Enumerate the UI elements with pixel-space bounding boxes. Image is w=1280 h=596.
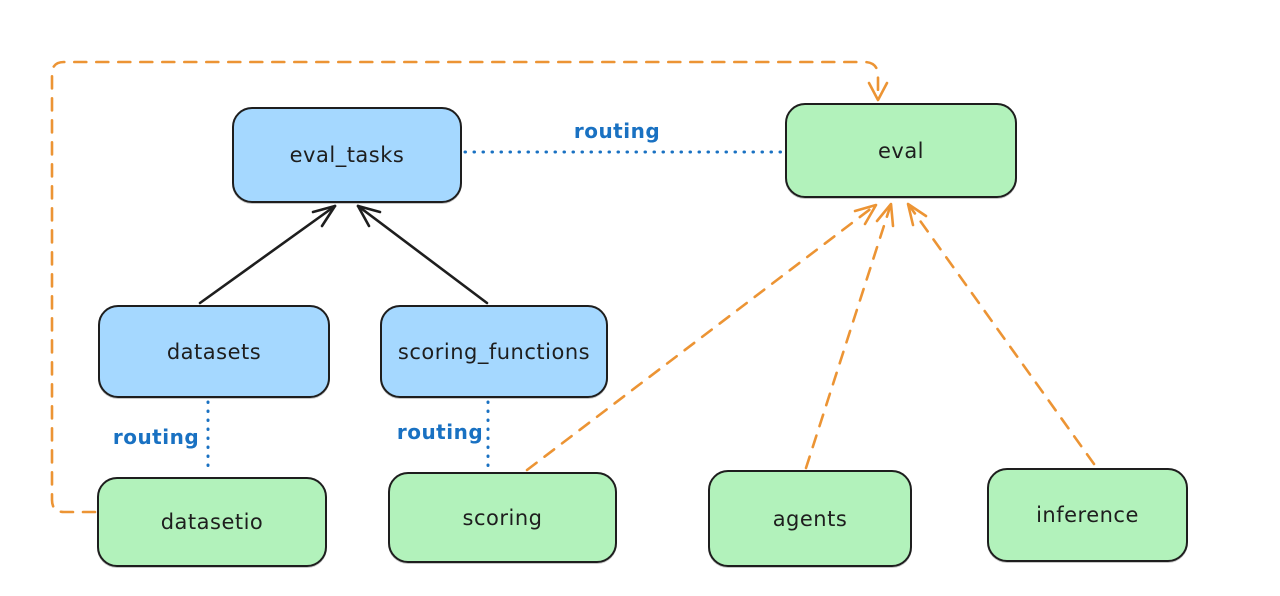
edge-scoring-to-eval [525, 203, 878, 472]
arrowhead [356, 204, 382, 228]
edge-scoring_functions-to-eval_tasks [356, 204, 489, 305]
arrowhead [853, 203, 878, 226]
edge-label-routing-scoring_functions-scoring: routing [396, 420, 484, 444]
node-eval: eval [785, 103, 1017, 198]
node-scoring: scoring [388, 472, 617, 563]
node-inference: inference [987, 468, 1188, 562]
node-agents: agents [708, 470, 912, 567]
edge-label-routing-eval_tasks-eval: routing [573, 119, 661, 143]
edge-label-routing-datasets-datasetio: routing [112, 425, 200, 449]
node-label: agents [772, 506, 848, 531]
arrowhead [311, 204, 337, 228]
node-label: eval [877, 138, 925, 163]
node-label: scoring_functions [397, 339, 591, 364]
node-scoring_functions: scoring_functions [380, 305, 608, 398]
node-eval_tasks: eval_tasks [232, 107, 462, 203]
node-datasets: datasets [98, 305, 330, 398]
arrowhead [875, 202, 895, 228]
node-label: datasets [166, 339, 262, 364]
arrowhead [867, 81, 889, 102]
edge-inference-to-eval [906, 202, 1096, 466]
edge-datasetio-to-eval [50, 60, 889, 514]
node-label: eval_tasks [289, 143, 405, 167]
node-label: scoring [462, 505, 543, 530]
node-label: datasetio [160, 510, 264, 534]
arrowhead [906, 202, 928, 227]
edge-datasets-to-eval_tasks [198, 204, 337, 305]
edge-agents-to-eval [804, 202, 895, 470]
node-datasetio: datasetio [97, 477, 327, 567]
node-label: inference [1036, 503, 1139, 527]
